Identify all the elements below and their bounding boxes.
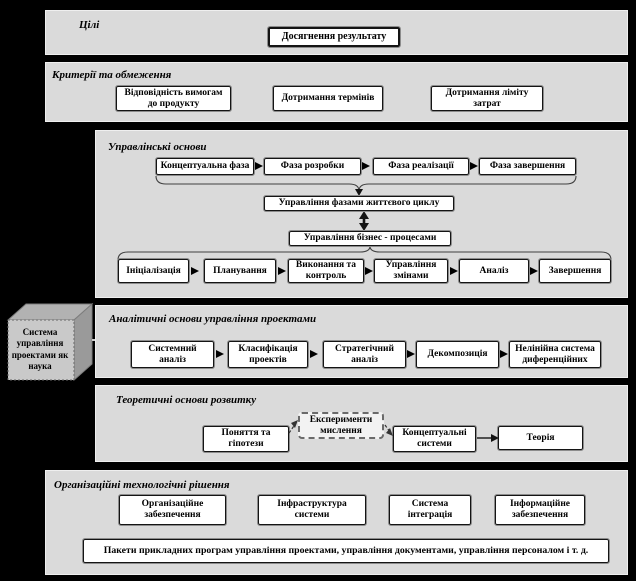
analytical-box: Системний аналіз <box>130 340 215 369</box>
arrow-right-icon <box>278 267 286 275</box>
arrow-right-icon <box>365 267 373 275</box>
theoretical-title: Теоретичні основи розвитку <box>116 394 257 406</box>
business-process-box: Управління бізнес - процесами <box>288 230 452 247</box>
phase-box: Фаза завершення <box>478 157 577 176</box>
process-box: Управління змінами <box>373 258 449 284</box>
analytical-box: Стратегічний аналіз <box>322 340 407 369</box>
analytical-panel: Аналітичні основи управління проектами С… <box>95 305 628 378</box>
criteria-box: Дотримання ліміту затрат <box>430 85 544 112</box>
phase-box: Фаза розробки <box>263 157 362 176</box>
arrow-right-icon <box>310 350 318 358</box>
analytical-box: Класифікація проектів <box>227 340 309 369</box>
process-box: Виконання та контроль <box>287 258 365 284</box>
arrow-right-icon <box>407 350 415 358</box>
criteria-box: Відповідність вимогам до продукту <box>115 85 232 112</box>
organizational-panel: Організаційні технологічні рішення Орган… <box>45 470 628 575</box>
analytical-title: Аналітичні основи управління проектами <box>109 313 317 325</box>
managerial-title: Управлінські основи <box>108 141 207 153</box>
organizational-box: Система інтеграція <box>388 494 472 526</box>
organizational-box: Інформаційне забезпечення <box>494 494 586 526</box>
analytical-box: Нелінійна система диференційних <box>508 340 602 369</box>
arrow-right-icon <box>191 267 199 275</box>
process-box: Планування <box>203 258 277 284</box>
analytical-box: Декомпозиція <box>415 340 500 369</box>
theoretical-panel: Теоретичні основи розвитку Поняття та гі… <box>95 385 628 462</box>
software-packages-box: Пакети прикладних програм управління про… <box>82 538 610 564</box>
cube-label: Система управління проектами як наука <box>11 327 69 371</box>
theory-box: Теорія <box>497 425 584 451</box>
theoretical-box: Концептуальні системи <box>392 425 477 453</box>
criteria-title: Критерії та обмеження <box>52 69 172 81</box>
goals-title: Цілі <box>79 19 100 31</box>
double-arrow-icon <box>359 211 369 231</box>
arrow-right-icon <box>255 162 263 170</box>
arrow-right-icon <box>450 267 458 275</box>
criteria-box: Дотримання термінів <box>272 85 384 112</box>
criteria-panel: Критерії та обмеження Відповідність вимо… <box>45 62 628 122</box>
arrow-right-icon <box>530 267 538 275</box>
process-box: Ініціалізація <box>117 258 190 284</box>
thought-experiment-box: Експерименти мислення <box>298 412 384 439</box>
process-box: Аналіз <box>458 258 530 284</box>
phase-box: Фаза реалізації <box>372 157 470 176</box>
lifecycle-management-box: Управління фазами життєвого циклу <box>263 195 455 212</box>
organizational-box: Інфраструктура системи <box>257 494 367 526</box>
arrow-right-icon <box>216 350 224 358</box>
organizational-box: Організаційне забезпечення <box>118 494 227 526</box>
arrow-right-icon <box>500 350 508 358</box>
organizational-title: Організаційні технологічні рішення <box>54 479 230 491</box>
theoretical-box: Поняття та гіпотези <box>202 425 290 453</box>
phase-box: Концептуальна фаза <box>155 157 255 176</box>
managerial-panel: Управлінські основи Концептуальна фаза Ф… <box>95 130 628 298</box>
goal-result-box: Досягнення результату <box>267 26 401 48</box>
arrow-right-icon <box>362 162 370 170</box>
process-box: Завершення <box>538 258 612 284</box>
goals-panel: Цілі Досягнення результату <box>45 10 628 55</box>
arrow-right-icon <box>470 162 478 170</box>
